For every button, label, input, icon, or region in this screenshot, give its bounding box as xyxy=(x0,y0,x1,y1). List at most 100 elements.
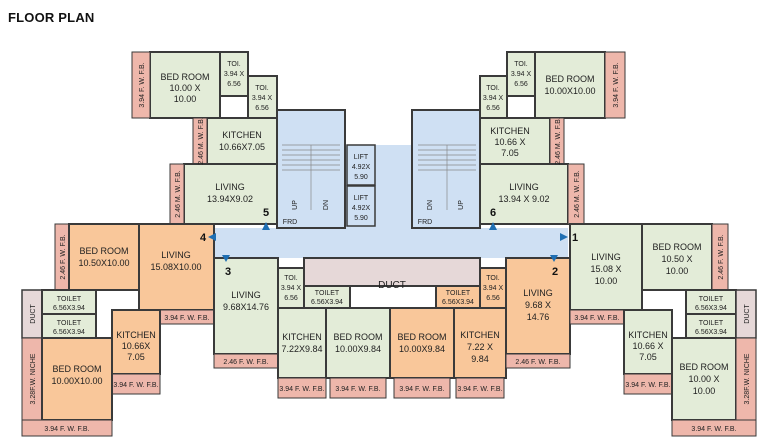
l4-bed-label-2: 10.50X10.00 xyxy=(78,258,129,268)
l3-kitchen-label-2: 7.22X9.84 xyxy=(281,344,322,354)
r1-bed2-label-1: BED ROOM xyxy=(679,362,728,372)
stair-right xyxy=(411,109,481,229)
l4-kitchen-label-2: 10.66X xyxy=(122,341,151,351)
marker-1-label: 1 xyxy=(572,232,578,244)
l4-living xyxy=(138,223,215,311)
l4-bed2-label-1: BED ROOM xyxy=(52,364,101,374)
l3-kitchen xyxy=(277,307,327,379)
fb-l2-kit-bottom: 3.94 F. W. F.B. xyxy=(457,386,502,393)
tl-toi1-label-3: 6.56 xyxy=(227,81,241,88)
r1-bed-label-3: 10.00 xyxy=(666,266,689,276)
up-right-label: UP xyxy=(458,200,465,210)
l2-toi-label-2: 3.94 X xyxy=(483,285,504,292)
lobby-area xyxy=(208,228,568,258)
r1-living-label-3: 10.00 xyxy=(595,276,618,286)
tr-living xyxy=(479,163,569,225)
frd-right-label: FRD xyxy=(418,219,432,226)
l4-toilet-1 xyxy=(41,289,97,315)
lift1-label-3: 5.90 xyxy=(354,174,368,181)
fb-l4-kit-bottom: 3.94 F. W. F.B. xyxy=(113,382,158,389)
fb-l4-side: 2.46 F. W. F.B. xyxy=(60,234,67,279)
r1-fb-bottom-2 xyxy=(671,419,757,437)
marker-4-label: 4 xyxy=(200,232,207,244)
marker-arrow-1 xyxy=(560,233,568,241)
l2-bed-label-1: BED ROOM xyxy=(397,332,446,342)
marker-2-label: 2 xyxy=(552,266,558,278)
l4-bed2-label-2: 10.00X10.00 xyxy=(51,376,102,386)
lift-2 xyxy=(346,185,376,227)
fb-l2-bed-bottom: 3.94 F. W. F.B. xyxy=(399,386,444,393)
tl-kitchen-label-1: KITCHEN xyxy=(222,130,262,140)
tr-toi2-label-2: 3.94 X xyxy=(483,95,504,102)
tl-living-label-1: LIVING xyxy=(215,182,245,192)
lift1-label-2: 4.92X xyxy=(352,164,371,171)
marker-6-label: 6 xyxy=(490,207,496,219)
r1-toilet2-label-1: TOILET xyxy=(699,320,724,327)
l2-bed-fb xyxy=(393,377,451,399)
marker-arrow-6 xyxy=(489,222,497,230)
tr-toi2-label-1: TOI. xyxy=(486,85,500,92)
tl-toi1-label-1: TOI. xyxy=(227,61,241,68)
l3-bed-fb xyxy=(329,377,387,399)
l3-toi-label-3: 6.56 xyxy=(284,295,298,302)
fb-r1-bottom: 3.94 F. W. F.B. xyxy=(574,315,619,322)
l3-bed-label-2: 10.00X9.84 xyxy=(335,344,381,354)
lift2-label-2: 4.92X xyxy=(352,205,371,212)
l3-kitchen-label-1: KITCHEN xyxy=(282,332,322,342)
marker-arrow-4 xyxy=(208,233,216,241)
l4-toilet2-label-1: TOILET xyxy=(57,320,82,327)
l2-toilet-label-2: 6.56X3.94 xyxy=(442,299,474,306)
fb-l3-kit-bottom: 3.94 F. W. F.B. xyxy=(279,386,324,393)
l4-bed-room xyxy=(68,223,140,291)
tr-toi1-label-3: 6.56 xyxy=(514,81,528,88)
l3-living-label-2: 9.68X14.76 xyxy=(223,302,269,312)
l4-fb-bottom-2 xyxy=(21,419,113,437)
tl-toi-1 xyxy=(219,51,249,97)
l2-living-label-1: LIVING xyxy=(523,288,553,298)
l2-kit-fb xyxy=(455,377,505,399)
r1-toilet1-label-2: 6.56X3.94 xyxy=(695,305,727,312)
r1-bed-room xyxy=(641,223,713,291)
lift2-label-1: LIFT xyxy=(354,195,369,202)
fb-tl-kit-side: 2.46 M. W. F.B. xyxy=(198,117,205,165)
tl-toi2-label-1: TOI. xyxy=(255,85,269,92)
duct xyxy=(303,257,481,287)
tr-toi2-label-3: 6.56 xyxy=(486,105,500,112)
fb-l3-liv-bottom: 2.46 F. W. F.B. xyxy=(223,359,268,366)
tr-bed-label-1: BED ROOM xyxy=(545,74,594,84)
tr-toi1-label-2: 3.94 X xyxy=(511,71,532,78)
tr-fb-strip xyxy=(604,51,626,119)
l3-bed-label-1: BED ROOM xyxy=(333,332,382,342)
l2-kitchen-label-1: KITCHEN xyxy=(460,330,500,340)
l4-bed-label-1: BED ROOM xyxy=(79,246,128,256)
l4-kitchen-label-3: 7.05 xyxy=(127,352,145,362)
fb-l3-bed-bottom: 3.94 F. W. F.B. xyxy=(335,386,380,393)
r1-bed2-label-2: 10.00 X xyxy=(688,374,719,384)
fb-r1-fb-bottom: 3.94 F. W. F.B. xyxy=(691,426,736,433)
l2-living-label-2: 9.68 X xyxy=(525,300,551,310)
dn-right-label: DN xyxy=(427,200,434,210)
l4-toilet1-label-2: 6.56X3.94 xyxy=(53,305,85,312)
marker-5-label: 5 xyxy=(263,207,269,219)
tr-kitchen-label-3: 7.05 xyxy=(501,148,519,158)
r1-bed-room-2 xyxy=(671,337,737,421)
l4-bed-room-2 xyxy=(41,337,113,421)
l2-toi-label-3: 6.56 xyxy=(486,295,500,302)
frd-left-label: FRD xyxy=(283,219,297,226)
l2-toilet-label-1: TOILET xyxy=(446,290,471,297)
fb-l4-bottom: 3.94 F. W. F.B. xyxy=(164,315,209,322)
tl-living-label-2: 13.94X9.02 xyxy=(207,194,253,204)
r1-kitchen-label-2: 10.66 X xyxy=(632,341,663,351)
page-title: FLOOR PLAN xyxy=(8,10,95,25)
l2-living xyxy=(505,257,571,355)
tr-kitchen-label-1: KITCHEN xyxy=(490,126,530,136)
fb-tr-liv-side: 2.46 M. W. F.B. xyxy=(574,170,581,218)
fb-r1-kit-bottom: 3.94 F. W. F.B. xyxy=(625,382,670,389)
tl-kitchen-label-2: 10.66X7.05 xyxy=(219,142,265,152)
duct-right-label: DUCT xyxy=(744,304,751,324)
l4-living-label-2: 15.08X10.00 xyxy=(150,262,201,272)
r1-bed-label-2: 10.50 X xyxy=(661,254,692,264)
l2-kitchen-label-2: 7.22 X xyxy=(467,342,493,352)
fb-l2-liv-bottom: 2.46 F. W. F.B. xyxy=(515,359,560,366)
